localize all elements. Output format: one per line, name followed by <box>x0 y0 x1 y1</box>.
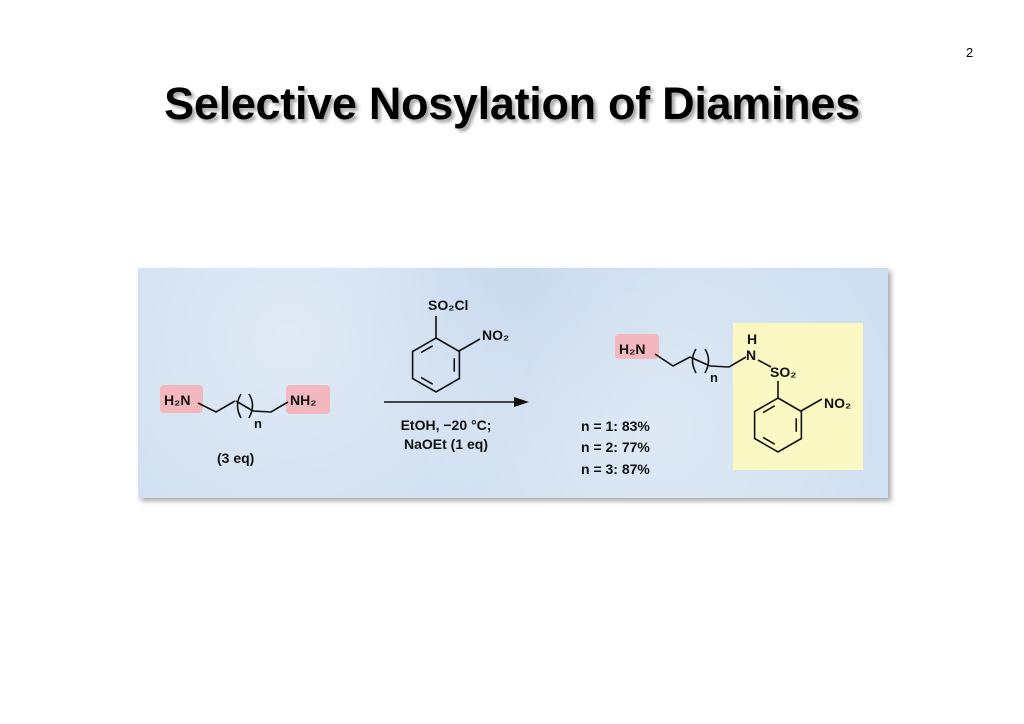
reactant-right-amine: NH₂ <box>290 392 316 408</box>
product-nh-hydrogen: H <box>747 331 757 347</box>
reactant-chain-left <box>197 400 236 413</box>
product-ns-bond <box>757 359 772 368</box>
product-repeat-index: n <box>710 370 718 385</box>
product-nh-nitrogen: N <box>746 347 756 363</box>
reactant-chain-mid <box>235 400 254 412</box>
ring-double-bond <box>420 376 434 385</box>
reagent-nitro: NO₂ <box>482 327 509 343</box>
product-free-amine: H₂N <box>619 341 645 357</box>
reactant-paren-right <box>248 393 254 419</box>
ring-outline <box>411 337 461 393</box>
ring-double-bond <box>762 436 776 445</box>
product-nitro: NO₂ <box>824 395 851 411</box>
product-chain-right <box>709 356 747 368</box>
ring-double-bond <box>762 405 776 414</box>
ring-double-bond <box>420 345 434 354</box>
yield-n2: n = 2: 77% <box>581 439 650 455</box>
product-chain-left <box>654 353 691 367</box>
reagent-sulfonyl-chloride: SO₂Cl <box>428 297 468 313</box>
amine-highlight-right <box>286 385 330 414</box>
page-number: 2 <box>966 45 974 60</box>
product-paren-left <box>691 348 697 374</box>
product-n-bond <box>800 398 823 412</box>
product-sulfonyl: SO₂ <box>770 364 796 380</box>
reactant-paren-left <box>236 393 242 419</box>
conditions-line2: NaOEt (1 eq) <box>404 436 488 452</box>
slide-title: Selective Nosylation of Diamines <box>164 78 860 129</box>
yield-n3: n = 3: 87% <box>581 461 650 477</box>
reactant-equivalents: (3 eq) <box>217 450 254 466</box>
reagent-n-bond <box>458 338 481 352</box>
nosyl-highlight <box>733 323 863 470</box>
yield-n1: n = 1: 83% <box>581 418 650 434</box>
conditions-line1: EtOH, −20 °C; <box>401 417 492 433</box>
reactant-repeat-index: n <box>254 416 262 431</box>
reactant-left-amine: H₂N <box>164 392 190 408</box>
arrow-head-icon <box>514 397 529 407</box>
amine-highlight-left <box>160 385 203 413</box>
amine-highlight-product <box>615 334 659 359</box>
product-chain-mid <box>689 356 711 367</box>
reactant-chain-right <box>252 401 289 413</box>
product-paren-right <box>704 348 710 374</box>
reagent-benzene-ring <box>411 337 461 393</box>
